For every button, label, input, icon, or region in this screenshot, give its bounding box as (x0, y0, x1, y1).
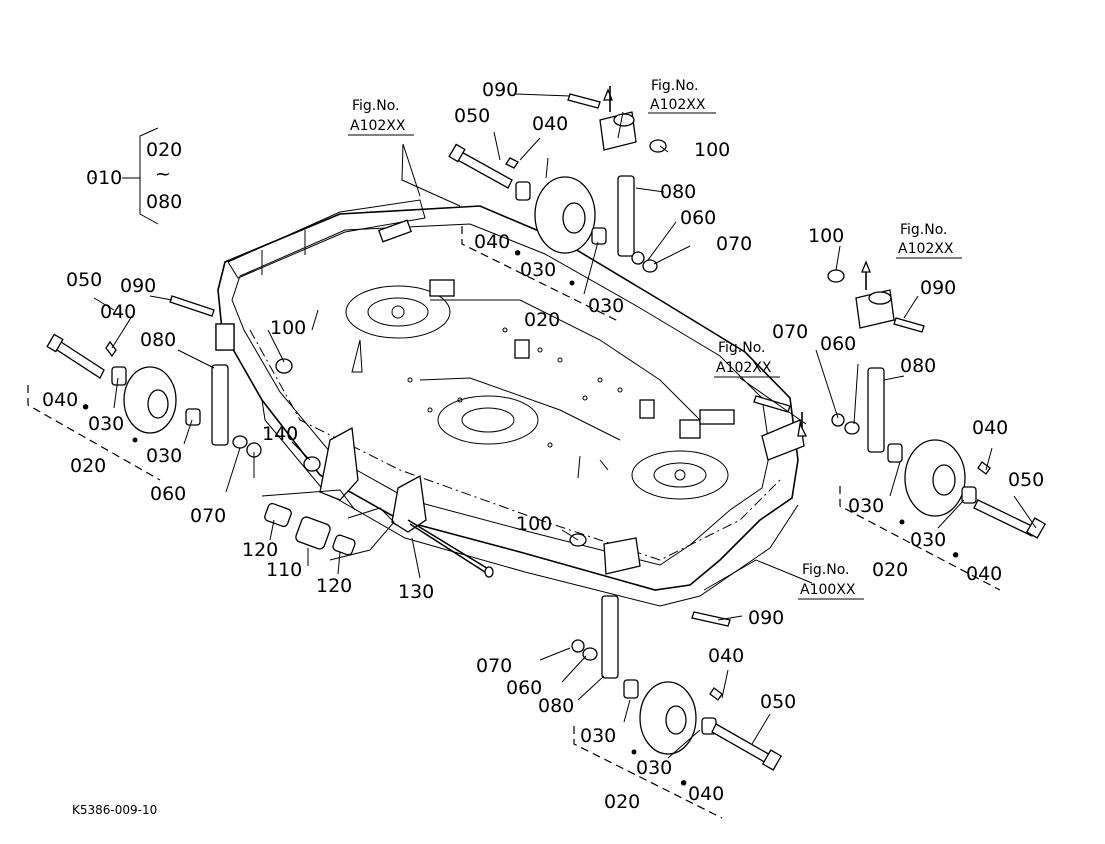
callout-dot: • (512, 243, 523, 265)
fig-no-label: Fig.No. (900, 222, 948, 238)
callout-040: 040 (972, 417, 1008, 439)
callout-100: 100 (516, 513, 552, 535)
drawing-code: K5386-009-10 (72, 803, 157, 817)
callout-100: 100 (694, 139, 730, 161)
fig-no-ref: A102XX (350, 118, 406, 134)
callout-050: 050 (66, 269, 102, 291)
callout-080: 080 (538, 695, 574, 717)
callout-080: 080 (900, 355, 936, 377)
callout-070: 070 (476, 655, 512, 677)
callout-090: 090 (920, 277, 956, 299)
assembly-tilde: ~ (155, 163, 171, 185)
callout-070: 070 (190, 505, 226, 527)
callout-030: 030 (580, 725, 616, 747)
callout-110: 110 (266, 559, 302, 581)
callout-040-set: 040 (42, 389, 78, 411)
callout-040-set: 040 (474, 231, 510, 253)
callout-060: 060 (506, 677, 542, 699)
fig-reference-top-center: Fig.No. A102XX (648, 78, 716, 114)
assembly-to-label: 080 (146, 191, 182, 213)
fig-no-ref: A102XX (650, 97, 706, 113)
callout-080: 080 (140, 329, 176, 351)
callout-040: 040 (532, 113, 568, 135)
caster-right (827, 260, 1047, 591)
callout-120: 120 (316, 575, 352, 597)
callout-070: 070 (772, 321, 808, 343)
callout-dot: • (80, 397, 91, 419)
callout-020: 020 (604, 791, 640, 813)
callout-100: 100 (270, 317, 306, 339)
leader-lines (92, 93, 1037, 759)
caster-bottom (569, 533, 783, 819)
callout-070: 070 (716, 233, 752, 255)
callout-090: 090 (482, 79, 518, 101)
callout-040-set: 040 (966, 563, 1002, 585)
fig-no-ref: A102XX (716, 360, 772, 376)
callout-050: 050 (1008, 469, 1044, 491)
callout-120: 120 (242, 539, 278, 561)
callout-050: 050 (760, 691, 796, 713)
fig-reference-bottom: Fig.No. A100XX (798, 562, 864, 600)
caster-top (448, 86, 667, 323)
fig-no-ref: A102XX (898, 241, 954, 257)
callout-040-set: 040 (688, 783, 724, 805)
fig-reference-center-right: Fig.No. A102XX (714, 340, 780, 378)
fig-reference-top-left: Fig.No. A102XX (348, 98, 414, 136)
fig-no-label: Fig.No. (802, 562, 850, 578)
assembly-from-label: 020 (146, 139, 182, 161)
callout-090: 090 (120, 275, 156, 297)
callout-030: 030 (520, 259, 556, 281)
callout-080: 080 (660, 181, 696, 203)
callout-140: 140 (262, 423, 298, 445)
callout-060: 060 (150, 483, 186, 505)
callout-020: 020 (872, 559, 908, 581)
fig-no-ref: A100XX (800, 582, 856, 598)
callout-100: 100 (808, 225, 844, 247)
callout-060: 060 (820, 333, 856, 355)
callout-030: 030 (88, 413, 124, 435)
callout-040: 040 (100, 301, 136, 323)
callout-dot: • (950, 545, 961, 567)
callout-030: 030 (588, 295, 624, 317)
fig-no-label: Fig.No. (651, 78, 699, 94)
callout-090: 090 (748, 607, 784, 629)
callout-030: 030 (848, 495, 884, 517)
side-bracket-assembly (261, 426, 494, 578)
callout-030: 030 (636, 757, 672, 779)
assembly-parent-label: 010 (86, 167, 122, 189)
callout-030: 030 (910, 529, 946, 551)
fig-no-label: Fig.No. (718, 340, 766, 356)
callout-020: 020 (524, 309, 560, 331)
fig-reference-right: Fig.No. A102XX (896, 222, 962, 259)
callout-040: 040 (708, 645, 744, 667)
callout-020: 020 (70, 455, 106, 477)
fig-no-label: Fig.No. (352, 98, 400, 114)
callout-dot: • (678, 773, 689, 795)
callout-060: 060 (680, 207, 716, 229)
assembly-bracket: 010 020 ~ 080 (86, 127, 182, 225)
caster-left (27, 295, 293, 481)
callout-030: 030 (146, 445, 182, 467)
mower-deck-body (217, 199, 799, 607)
callout-050: 050 (454, 105, 490, 127)
callout-130: 130 (398, 581, 434, 603)
part-callouts: 050 090 040 080 100 040 • 030 030 020 06… (42, 79, 1044, 813)
